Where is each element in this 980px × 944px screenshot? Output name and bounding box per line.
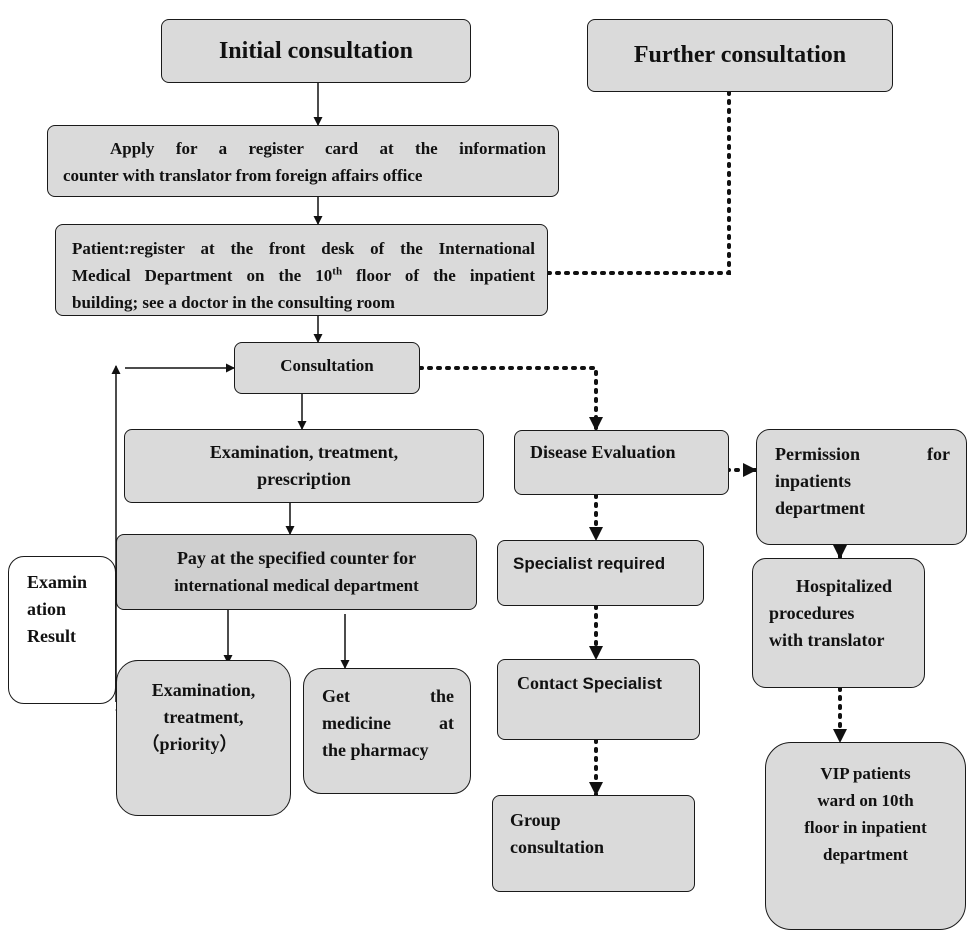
permission-line-2: inpatients: [775, 471, 852, 491]
medicine-line-2: medicine at: [322, 713, 454, 733]
specialist-required-box: Specialist required: [497, 540, 704, 606]
exam-priority-line-3: （priority）: [141, 734, 238, 754]
exam-result-line-1: Examin: [27, 572, 88, 592]
further-consultation-box: Further consultation: [587, 19, 893, 92]
exam-treatment-priority-box: Examination, treatment, （priority）: [116, 660, 291, 816]
permission-line-3: department: [775, 498, 865, 518]
register-line-2-pre: Medical Department on the 10: [72, 266, 333, 285]
exam-priority-line-1: Examination,: [151, 680, 256, 700]
consultation-label: Consultation: [280, 355, 374, 375]
register-line-1: Patient:register at the front desk of th…: [72, 239, 535, 258]
vip-line-4: department: [823, 845, 908, 864]
group-consultation-box: Group consultation: [492, 795, 695, 892]
apply-register-card-box: Apply for a register card at the informa…: [47, 125, 559, 197]
medicine-line-1: Get the: [322, 686, 454, 706]
hospitalized-line-2: procedures: [769, 603, 855, 623]
get-medicine-box: Get the medicine at the pharmacy: [303, 668, 471, 794]
apply-line-1: Apply for a register card at the informa…: [110, 139, 546, 158]
apply-line-2: counter with translator from foreign aff…: [63, 166, 423, 185]
permission-inpatients-box: Permission for inpatients department: [756, 429, 967, 545]
register-line-3: building; see a doctor in the consulting…: [72, 293, 395, 312]
initial-consultation-label: Initial consultation: [218, 37, 414, 64]
hospitalized-line-1: Hospitalized: [796, 576, 893, 596]
pay-counter-box: Pay at the specified counter for interna…: [116, 534, 477, 610]
pay-line-1: Pay at the specified counter for: [176, 548, 417, 568]
contact-specialist-box: Contact Specialist: [497, 659, 700, 740]
group-line-1: Group: [510, 810, 561, 830]
permission-line-1: Permission for: [775, 444, 950, 464]
hospitalized-line-3: with translator: [769, 630, 885, 650]
contact-specialist-post: Specialist: [582, 674, 662, 693]
register-line-2-sup: th: [332, 265, 343, 278]
consultation-box: Consultation: [234, 342, 420, 394]
contact-specialist-pre: Contact: [517, 673, 583, 693]
initial-consultation-box: Initial consultation: [161, 19, 471, 83]
register-line-2-post: floor of the inpatient: [342, 266, 535, 285]
vip-ward-box: VIP patients ward on 10th floor in inpat…: [765, 742, 966, 930]
disease-evaluation-box: Disease Evaluation: [514, 430, 729, 495]
register-line-2: Medical Department on the 10th floor of …: [72, 262, 535, 289]
pay-line-2: international medical department: [174, 576, 419, 595]
examination-result-box: Examin ation Result: [8, 556, 116, 704]
disease-evaluation-label: Disease Evaluation: [530, 442, 676, 462]
exam-result-line-2: ation: [27, 599, 67, 619]
exam-result-line-3: Result: [27, 626, 76, 646]
further-consultation-label: Further consultation: [633, 42, 847, 68]
specialist-required-label: Specialist required: [513, 554, 666, 573]
exam-treatment-line-2: prescription: [257, 469, 351, 489]
medicine-line-3: the pharmacy: [322, 740, 429, 760]
hospitalized-procedures-box: Hospitalized procedures with translator: [752, 558, 925, 688]
exam-treatment-line-1: Examination, treatment,: [209, 442, 399, 462]
vip-line-1: VIP patients: [820, 764, 911, 783]
exam-treatment-prescription-box: Examination, treatment, prescription: [124, 429, 484, 503]
dotted-consultation-to-disease: [418, 366, 603, 432]
register-front-desk-box: Patient:register at the front desk of th…: [55, 224, 548, 316]
group-line-2: consultation: [510, 837, 605, 857]
vip-line-2: ward on 10th: [817, 791, 914, 810]
vip-line-3: floor in inpatient: [804, 818, 927, 837]
dotted-further-to-register: [526, 90, 731, 280]
contact-specialist-label: Contact Specialist: [517, 670, 699, 697]
exam-priority-line-2: treatment,: [163, 707, 244, 727]
